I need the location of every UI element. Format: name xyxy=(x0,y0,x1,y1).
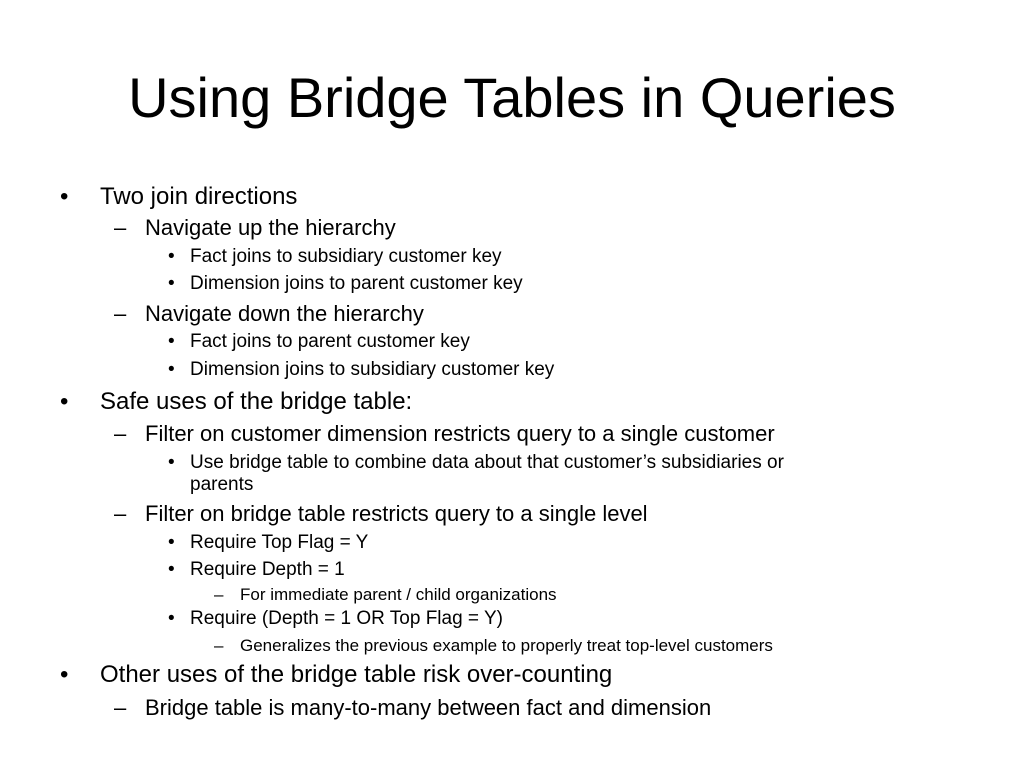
bullet-text: Bridge table is many-to-many between fac… xyxy=(145,695,712,720)
bullet-item: – For immediate parent / child organizat… xyxy=(214,584,557,605)
bullet-item: – Bridge table is many-to-many between f… xyxy=(114,694,712,721)
bullet-item: – Generalizes the previous example to pr… xyxy=(214,635,773,656)
bullet-mark: – xyxy=(114,501,127,526)
bullet-item: • Use bridge table to combine data about… xyxy=(168,451,784,474)
bullet-item: – Navigate up the hierarchy xyxy=(114,214,396,241)
bullet-item: – Navigate down the hierarchy xyxy=(114,300,424,327)
bullet-item: • Safe uses of the bridge table: xyxy=(60,387,413,416)
bullet-text: Require (Depth = 1 OR Top Flag = Y) xyxy=(190,608,503,629)
bullet-text: Two join directions xyxy=(100,183,298,210)
bullet-text: Filter on customer dimension restricts q… xyxy=(145,421,775,446)
bullet-item: • Dimension joins to parent customer key xyxy=(168,272,523,295)
bullet-mark: • xyxy=(60,388,69,415)
bullet-mark: • xyxy=(168,532,175,553)
bullet-item: • Fact joins to subsidiary customer key xyxy=(168,245,502,268)
bullet-item: • Require Top Flag = Y xyxy=(168,531,369,554)
bullet-mark: – xyxy=(114,421,127,446)
bullet-text: Fact joins to subsidiary customer key xyxy=(190,246,502,267)
slide-title: Using Bridge Tables in Queries xyxy=(128,66,896,129)
bullet-item: • Require Depth = 1 xyxy=(168,558,345,581)
bullet-text: Other uses of the bridge table risk over… xyxy=(100,661,613,688)
bullet-mark: • xyxy=(168,608,175,629)
bullet-mark: – xyxy=(114,695,127,720)
bullet-mark: • xyxy=(168,331,175,352)
bullet-text: Filter on bridge table restricts query t… xyxy=(145,501,648,526)
bullet-item: • Two join directions xyxy=(60,182,298,211)
bullet-text: Safe uses of the bridge table: xyxy=(100,388,413,415)
bullet-mark: • xyxy=(60,183,69,210)
bullet-text: Navigate up the hierarchy xyxy=(145,215,396,240)
bullet-text: Generalizes the previous example to prop… xyxy=(240,636,773,655)
bullet-mark: • xyxy=(168,359,175,380)
bullet-mark: • xyxy=(168,452,175,473)
bullet-mark: – xyxy=(214,585,224,604)
bullet-text: Require Depth = 1 xyxy=(190,559,345,580)
bullet-mark: • xyxy=(168,559,175,580)
bullet-item: • Dimension joins to subsidiary customer… xyxy=(168,358,555,381)
bullet-text: Require Top Flag = Y xyxy=(190,532,369,553)
bullet-text: For immediate parent / child organizatio… xyxy=(240,585,557,604)
bullet-text: Dimension joins to subsidiary customer k… xyxy=(190,359,555,380)
bullet-mark: • xyxy=(168,273,175,294)
bullet-item: – Filter on bridge table restricts query… xyxy=(114,500,648,527)
bullet-text: Dimension joins to parent customer key xyxy=(190,273,523,294)
bullet-mark: – xyxy=(214,636,224,655)
bullet-mark: • xyxy=(60,661,69,688)
bullet-item: – Filter on customer dimension restricts… xyxy=(114,420,775,447)
bullet-item-continuation: parents xyxy=(190,473,253,496)
bullet-mark: • xyxy=(168,246,175,267)
bullet-item: • Fact joins to parent customer key xyxy=(168,330,470,353)
bullet-text: parents xyxy=(190,474,254,495)
bullet-mark: – xyxy=(114,301,127,326)
bullet-item: • Other uses of the bridge table risk ov… xyxy=(60,660,613,689)
bullet-text: Navigate down the hierarchy xyxy=(145,301,424,326)
bullet-text: Fact joins to parent customer key xyxy=(190,331,470,352)
bullet-text: Use bridge table to combine data about t… xyxy=(190,452,784,473)
bullet-item: • Require (Depth = 1 OR Top Flag = Y) xyxy=(168,607,503,630)
bullet-mark: – xyxy=(114,215,127,240)
